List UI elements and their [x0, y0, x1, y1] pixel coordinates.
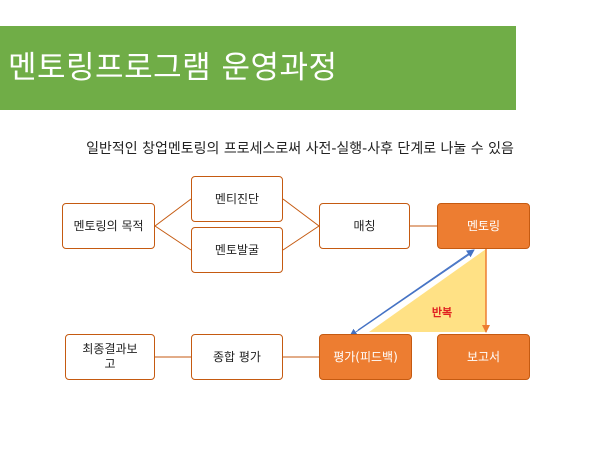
line-diagnosis-matching	[282, 198, 320, 227]
node-purpose: 멘토링의 목적	[62, 203, 155, 249]
title-bar: 멘토링프로그램 운영과정	[0, 26, 516, 110]
node-diagnosis: 멘티진단	[191, 176, 283, 222]
feedback-label: 반복	[431, 306, 453, 319]
feedback-triangle	[369, 249, 486, 332]
subtitle: 일반적인 창업멘토링의 프로세스로써 사전-실행-사후 단계로 나눌 수 있음	[86, 141, 514, 157]
feedback-arrow-down	[349, 253, 471, 337]
node-report: 보고서	[437, 334, 530, 380]
node-discovery: 멘토발굴	[191, 227, 283, 273]
node-mentoring: 멘토링	[437, 203, 530, 249]
node-matching: 매칭	[319, 203, 410, 249]
line-purpose-discovery	[154, 225, 192, 251]
node-overall-eval: 종합 평가	[191, 334, 283, 380]
node-evaluation: 평가(피드백)	[319, 334, 412, 380]
feedback-arrow-up	[357, 249, 475, 331]
line-discovery-matching	[282, 225, 320, 251]
page-title: 멘토링프로그램 운영과정	[8, 50, 338, 86]
line-purpose-diagnosis	[154, 198, 192, 227]
node-final-report: 최종결과보고	[65, 334, 155, 380]
